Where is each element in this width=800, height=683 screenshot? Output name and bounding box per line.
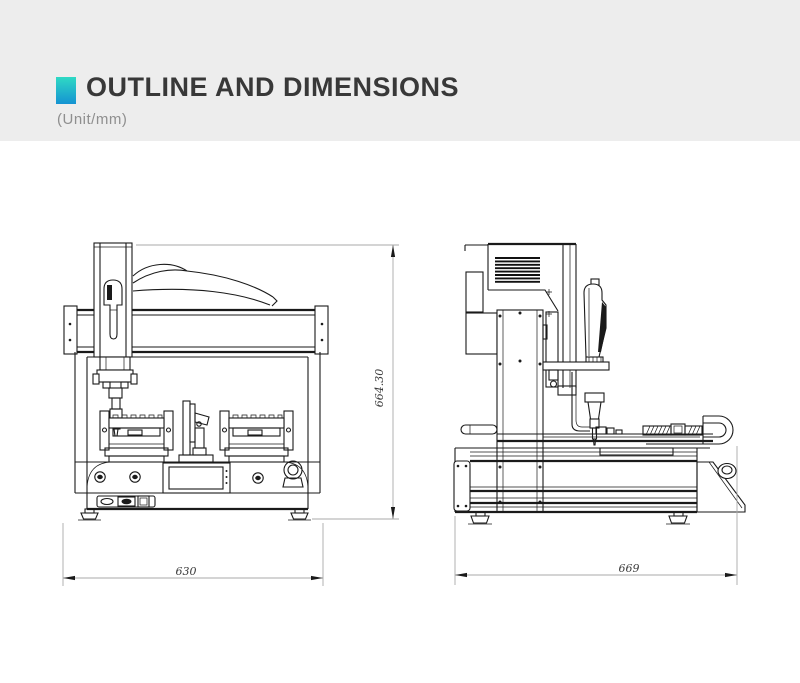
side-dimensions: 669 (454, 446, 738, 585)
header-band (0, 0, 800, 141)
side-screwdriver (542, 278, 610, 446)
front-work-fixture-right (219, 410, 294, 463)
page-title: OUTLINE AND DIMENSIONS (86, 72, 460, 102)
emergency-stop-button (282, 460, 304, 488)
side-depth-dimension: 669 (619, 562, 640, 575)
side-console-bracket (696, 461, 746, 513)
front-z-column (93, 242, 133, 358)
side-column (496, 309, 559, 513)
front-gantry-beam (63, 305, 329, 355)
drag-chain (642, 423, 703, 436)
side-handle (460, 424, 498, 435)
front-screw-feeder (178, 400, 214, 463)
vent-slats-icon (495, 257, 540, 283)
front-view-drawing: 630 664.30 (62, 242, 399, 586)
side-base (453, 447, 746, 514)
front-width-dimension: 630 (176, 565, 197, 578)
side-table-arm (497, 415, 734, 445)
side-feet (468, 511, 690, 525)
touchscreen (162, 462, 231, 494)
accent-square-icon (56, 77, 76, 104)
front-work-fixture (99, 410, 174, 463)
side-rear-boxes (465, 271, 498, 355)
side-view-drawing: 669 (453, 242, 746, 585)
power-inlet-group (96, 495, 156, 508)
cable-hook (646, 415, 734, 445)
front-height-dimension: 664.30 (373, 369, 386, 408)
front-dimensions: 630 664.30 (62, 244, 399, 586)
front-cable-cover (132, 263, 278, 307)
front-control-panel (94, 460, 304, 508)
front-feet (78, 508, 311, 521)
unit-label: (Unit/mm) (57, 111, 128, 128)
